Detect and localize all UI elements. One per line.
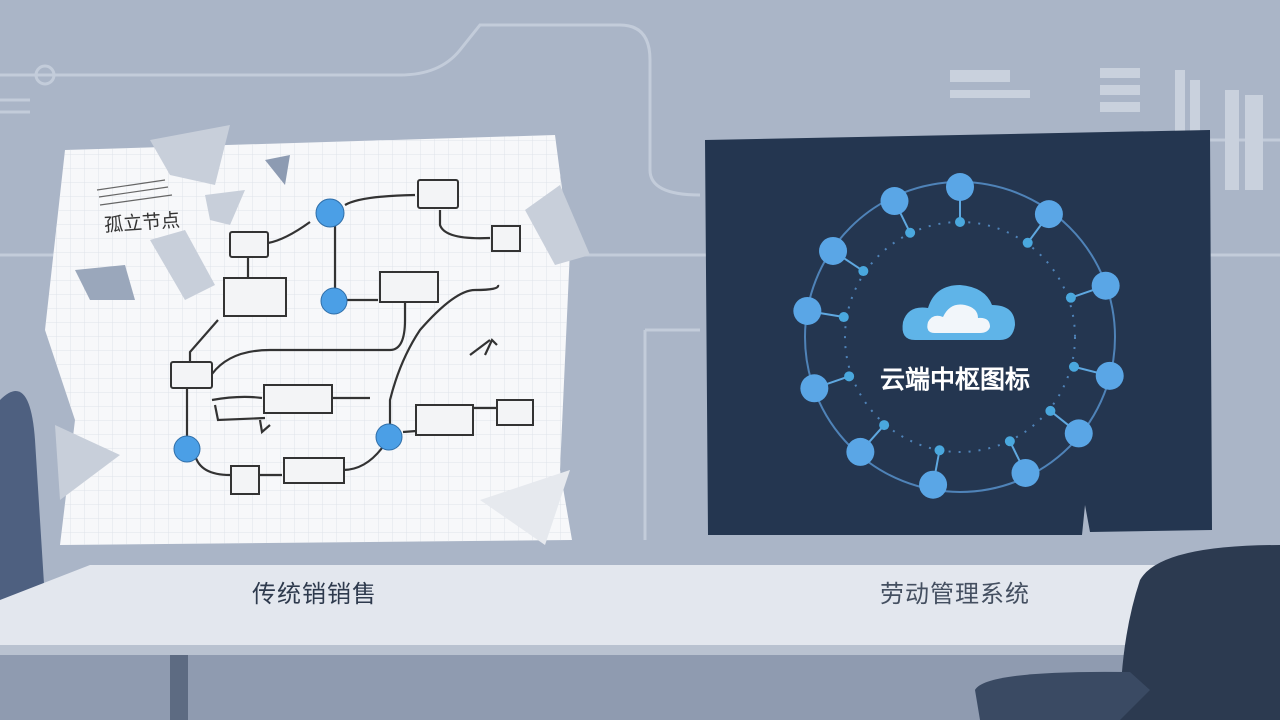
network-outer-node (1091, 271, 1120, 300)
network-outer-node (819, 236, 848, 265)
network-inner-node (1068, 361, 1079, 372)
network-inner-node (844, 371, 855, 382)
network-inner-node (858, 266, 869, 277)
network-outer-node (946, 173, 974, 201)
network-inner-node (1022, 237, 1033, 248)
network-outer-node (846, 437, 875, 466)
cloud-hub-network (793, 173, 1124, 499)
network-inner-node (1065, 292, 1076, 303)
table (0, 565, 1280, 650)
network-outer-node (1011, 458, 1040, 487)
plant-silhouette (0, 391, 45, 600)
traditional-sales-caption: 传统销销售 (252, 580, 377, 608)
flow-nodes (173, 198, 403, 463)
network-inner-node (879, 420, 890, 431)
network-inner-node (838, 312, 849, 323)
network-inner-node (905, 227, 916, 238)
network-outer-node (880, 187, 909, 216)
network-inner-node (1045, 405, 1056, 416)
network-outer-node (800, 374, 829, 403)
cloud-hub-title: 云端中枢图标 (880, 365, 1031, 394)
network-outer-node (1095, 361, 1124, 390)
network-outer-node (919, 470, 948, 499)
network-outer-node (1034, 200, 1063, 229)
management-system-caption: 劳动管理系统 (880, 580, 1030, 608)
network-outer-node (1064, 419, 1093, 448)
cloud-icon (902, 285, 1015, 340)
office-chair (975, 545, 1280, 720)
network-inner-node (934, 445, 945, 456)
network-outer-node (793, 296, 822, 325)
network-inner-node (955, 217, 965, 227)
isolated-nodes-label: 孤立节点 (103, 209, 181, 237)
network-inner-node (1004, 436, 1015, 447)
flow-boxes (170, 179, 534, 495)
